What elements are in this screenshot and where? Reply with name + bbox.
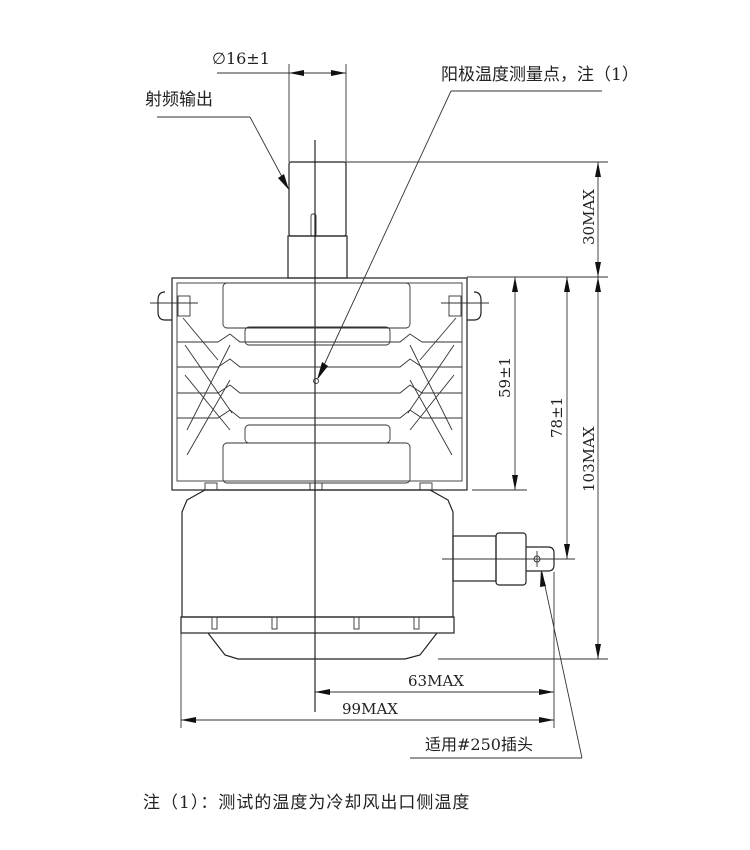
label-103max: 103MAX [580,426,598,492]
dim-vertical: 30MAX 59±1 78±1 103MAX [346,161,608,660]
label-rf-output: 射频输出 [145,90,213,110]
anode-temp-leader: 阳极温度测量点，注（1） [313,65,639,384]
lower-body [180,489,575,660]
label-99max: 99MAX [342,700,398,718]
rf-output-leader: 射频输出 [145,90,289,190]
antenna [287,161,348,279]
label-terminal: 适用#250插头 [425,735,533,754]
label-anode-temp: 阳极温度测量点，注（1） [441,65,639,85]
terminal-leader: 适用#250插头 [410,570,583,759]
label-diameter: ∅16±1 [212,49,270,68]
dim-diameter: ∅16±1 [212,49,347,162]
footnote: 注（1）：测试的温度为冷却风出口侧温度 [143,793,471,813]
label-78: 78±1 [548,397,566,438]
upper-frame [150,277,489,491]
dim-horizontal: 63MAX 99MAX [180,572,555,728]
label-30max: 30MAX [580,189,598,245]
label-59: 59±1 [496,357,514,398]
label-63max: 63MAX [408,672,464,690]
